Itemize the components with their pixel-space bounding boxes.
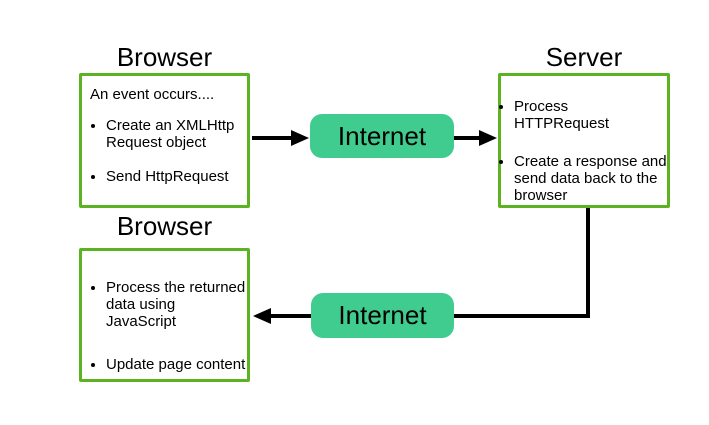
event-occurs-text: An event occurs.... [90, 86, 215, 103]
right-arrowhead-icon [479, 130, 497, 146]
internet-node-bottom: Internet [311, 293, 454, 338]
browser-top-list: Create an XMLHttp Request object Send Ht… [82, 117, 247, 185]
right-arrowhead-icon [291, 130, 309, 146]
list-item: Create a response and send data back to … [514, 153, 667, 204]
list-item: Update page content [106, 356, 247, 373]
list-item: Send HttpRequest [106, 168, 247, 185]
left-arrowhead-icon [253, 308, 271, 324]
server-title: Server [545, 42, 623, 72]
internet-node-top: Internet [310, 114, 454, 158]
browser-bottom-title: Browser [116, 211, 213, 241]
server-list: Process HTTPRequest Create a response an… [501, 98, 667, 204]
internet-label: Internet [338, 300, 427, 330]
list-item: Process HTTPRequest [514, 98, 667, 132]
list-item: Process the returned data using JavaScri… [106, 279, 247, 330]
server-box: Process HTTPRequest Create a response an… [498, 73, 670, 208]
internet-label: Internet [337, 120, 427, 151]
browser-bottom-box: Process the returned data using JavaScri… [79, 248, 250, 382]
list-item: Create an XMLHttp Request object [106, 117, 247, 151]
browser-top-title: Browser [116, 42, 213, 72]
browser-top-box: An event occurs.... Create an XMLHttp Re… [79, 73, 250, 208]
browser-bottom-list: Process the returned data using JavaScri… [82, 279, 247, 373]
